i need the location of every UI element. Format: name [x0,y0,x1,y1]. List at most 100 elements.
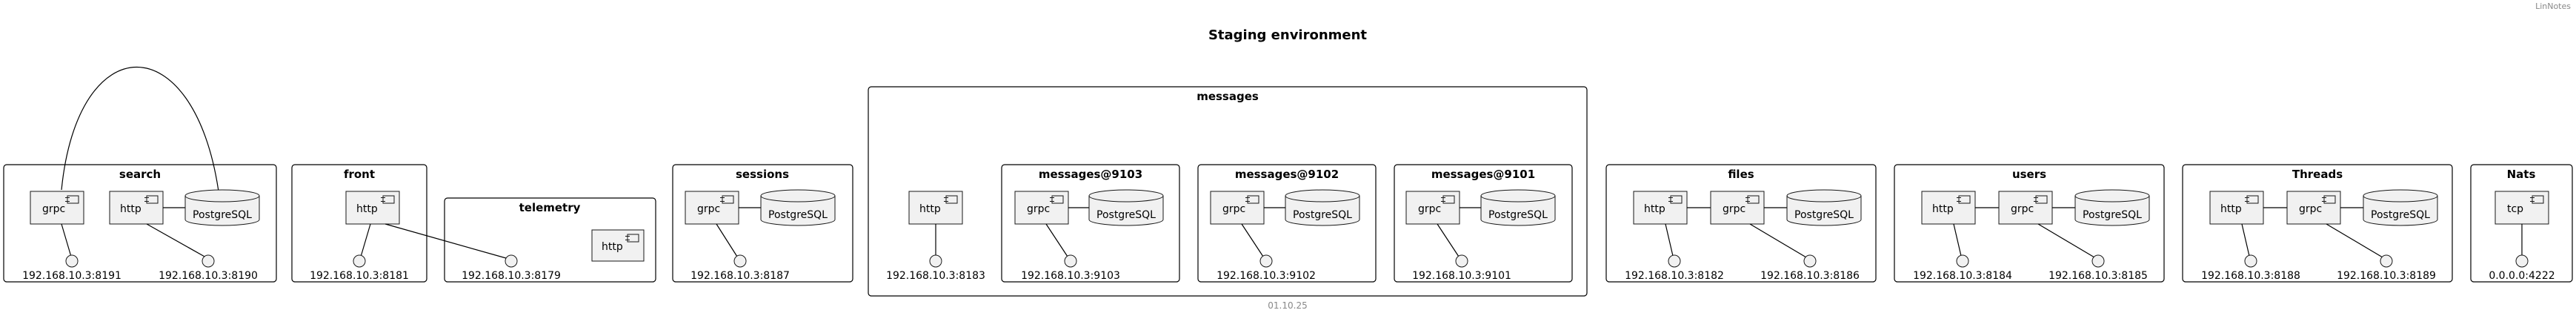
m9103-grpc-endpoint: 192.168.10.3:9103 [1021,270,1120,282]
m9102-grpc-interface [1259,254,1273,268]
telemetry-http-component[interactable]: http [591,229,645,262]
search-grpc-component[interactable]: grpc [30,191,84,225]
m9101-postgresql-database[interactable]: PostgreSQL [1480,189,1556,226]
group-messages-9102-title: messages@9102 [1235,168,1339,181]
files-grpc-label: grpc [1723,203,1745,215]
users-grpc-interface [2091,254,2105,268]
group-search-title: search [119,168,161,181]
m9101-grpc-endpoint: 192.168.10.3:9101 [1412,270,1511,282]
sessions-db-label: PostgreSQL [768,209,828,221]
m9102-grpc-label: grpc [1222,203,1245,215]
threads-http-label: http [2220,203,2242,215]
sessions-grpc-component[interactable]: grpc [685,191,739,225]
files-http-interface [1668,254,1681,268]
group-messages-9101: messages@9101 [1394,164,1573,283]
brand-watermark: LinNotes [2535,1,2571,11]
m9102-grpc-endpoint: 192.168.10.3:9102 [1217,270,1316,282]
m9101-grpc-component[interactable]: grpc [1405,191,1460,225]
users-grpc-label: grpc [2011,203,2034,215]
files-db-label: PostgreSQL [1794,209,1854,221]
messages-http-component[interactable]: http [908,191,963,225]
files-http-label: http [1644,203,1665,215]
nats-tcp-interface [2515,254,2529,268]
m9102-db-label: PostgreSQL [1293,209,1352,221]
threads-http-interface [2244,254,2257,268]
sessions-grpc-interface [733,254,747,268]
users-http-label: http [1932,203,1954,215]
files-postgresql-database[interactable]: PostgreSQL [1786,189,1862,226]
users-postgresql-database[interactable]: PostgreSQL [2074,189,2150,226]
diagram-title: Staging environment [1208,27,1367,43]
group-messages-9103-title: messages@9103 [1039,168,1142,181]
users-grpc-endpoint: 192.168.10.3:8185 [2049,270,2148,282]
group-front: front [291,164,427,283]
front-http-label: http [356,203,378,215]
group-sessions-title: sessions [736,168,789,181]
messages-http-label: http [919,203,941,215]
group-users-title: users [2012,168,2046,181]
m9103-grpc-label: grpc [1027,203,1050,215]
group-messages-9101-title: messages@9101 [1431,168,1535,181]
search-grpc-db-link [61,67,219,192]
users-grpc-component[interactable]: grpc [1998,191,2053,225]
files-http-endpoint: 192.168.10.3:8182 [1625,270,1724,282]
group-nats-title: Nats [2507,168,2536,181]
group-threads-title: Threads [2292,168,2343,181]
threads-http-component[interactable]: http [2209,191,2264,225]
search-postgresql-database[interactable]: PostgreSQL [184,189,260,226]
sessions-grpc-label: grpc [697,203,720,215]
group-messages-title: messages [1197,90,1259,103]
sessions-postgresql-database[interactable]: PostgreSQL [760,189,836,226]
group-files: files [1605,164,1877,283]
m9103-postgresql-database[interactable]: PostgreSQL [1088,189,1164,226]
threads-grpc-interface [2380,254,2393,268]
files-http-component[interactable]: http [1633,191,1688,225]
front-http-component[interactable]: http [345,191,400,225]
group-sessions: sessions [672,164,853,283]
search-http-component[interactable]: http [109,191,164,225]
group-files-title: files [1728,168,1754,181]
nats-tcp-component[interactable]: tcp [2495,191,2549,225]
m9101-grpc-label: grpc [1418,203,1441,215]
group-messages-9103: messages@9103 [1001,164,1180,283]
users-http-interface [1956,254,1969,268]
group-threads: Threads [2182,164,2453,283]
group-telemetry: telemetry [444,197,656,283]
search-http-label: http [120,203,142,215]
m9101-db-label: PostgreSQL [1488,209,1548,221]
threads-grpc-component[interactable]: grpc [2286,191,2341,225]
search-grpc-label: grpc [42,203,65,215]
threads-http-endpoint: 192.168.10.3:8188 [2201,270,2300,282]
telemetry-http-label: http [602,241,623,253]
threads-postgresql-database[interactable]: PostgreSQL [2363,189,2438,226]
group-messages: messages [868,86,1588,297]
files-grpc-component[interactable]: grpc [1710,191,1765,225]
users-db-label: PostgreSQL [2083,209,2142,221]
front-telemetry-endpoint: 192.168.10.3:8179 [462,270,561,282]
group-users: users [1894,164,2165,283]
messages-http-interface [929,254,942,268]
files-grpc-interface [1803,254,1817,268]
users-http-component[interactable]: http [1921,191,1976,225]
threads-grpc-endpoint: 192.168.10.3:8189 [2337,270,2436,282]
search-http-endpoint: 192.168.10.3:8190 [159,270,258,282]
group-front-title: front [344,168,375,181]
front-http-endpoint: 192.168.10.3:8181 [310,270,409,282]
m9103-grpc-interface [1064,254,1077,268]
group-messages-9102: messages@9102 [1197,164,1377,283]
m9103-grpc-component[interactable]: grpc [1014,191,1069,225]
group-nats: Nats [2470,164,2573,283]
files-grpc-endpoint: 192.168.10.3:8186 [1760,270,1860,282]
group-telemetry-title: telemetry [519,201,581,214]
front-http-interface [353,254,366,268]
nats-tcp-endpoint: 0.0.0.0:4222 [2489,270,2555,282]
group-search: search [3,164,277,283]
search-grpc-interface [65,254,79,268]
m9102-grpc-component[interactable]: grpc [1210,191,1265,225]
search-db-label: PostgreSQL [193,209,252,221]
messages-http-endpoint: 192.168.10.3:8183 [886,270,985,282]
m9102-postgresql-database[interactable]: PostgreSQL [1285,189,1360,226]
threads-grpc-label: grpc [2299,203,2322,215]
